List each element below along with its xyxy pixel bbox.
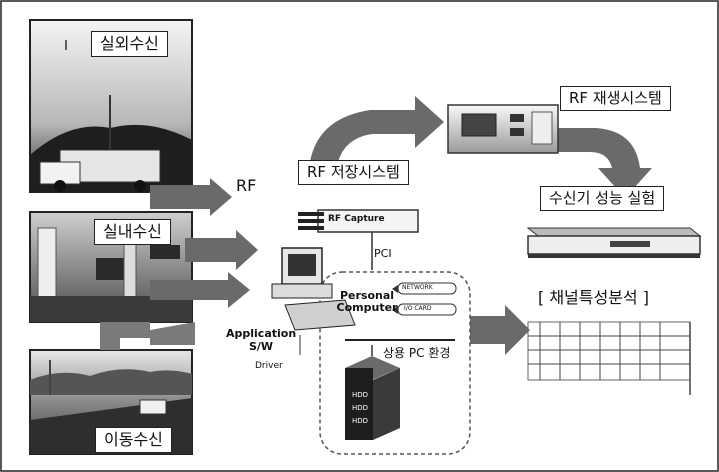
driver-label: Driver bbox=[255, 361, 283, 371]
rf-capture-card bbox=[298, 209, 419, 270]
receiver-test-label: 수신기 성능 실험 bbox=[540, 186, 665, 211]
channel-analysis-label: [ 채널특성분석 ] bbox=[538, 288, 649, 307]
hdd-label-1: HDD bbox=[352, 391, 369, 399]
channel-analysis-graph bbox=[527, 321, 691, 395]
arrow-mobile-up bbox=[100, 322, 195, 350]
arrow-playback-to-receiver bbox=[540, 128, 652, 198]
arrow-indoor2-to-pc bbox=[150, 272, 250, 308]
rf-storage-label: RF 저장시스템 bbox=[298, 160, 409, 185]
personal-computer-label: Personal Computer bbox=[336, 289, 398, 315]
pc-region bbox=[319, 271, 471, 455]
input-arrows bbox=[100, 178, 258, 350]
spectrum-analyzer-icon bbox=[447, 104, 559, 154]
arrow-pc-to-analysis bbox=[470, 305, 530, 355]
rf-playback-label: RF 재생시스템 bbox=[560, 86, 671, 111]
outdoor-label: 실외수신 bbox=[91, 31, 168, 57]
arrow-storage-to-playback bbox=[310, 96, 444, 162]
mobile-label: 이동수신 bbox=[95, 427, 172, 453]
network-card-label: NETWORK bbox=[402, 284, 433, 291]
indoor-label: 실내수신 bbox=[94, 219, 171, 245]
hdd-icon bbox=[345, 345, 400, 440]
receiver-box-icon bbox=[526, 227, 702, 258]
commercial-pc-label: 상용 PC 환경 bbox=[383, 346, 451, 360]
rf-label: RF bbox=[236, 176, 257, 195]
hdd-label-2: HDD bbox=[352, 404, 369, 412]
pci-label: PCI bbox=[374, 247, 392, 260]
computer-icon bbox=[271, 247, 356, 355]
rf-card-label: RF Capture bbox=[328, 214, 385, 224]
arrow-indoor-to-pc bbox=[185, 230, 258, 270]
io-card-label: I/O CARD bbox=[404, 305, 432, 312]
application-sw-label: Application S/W bbox=[226, 327, 297, 353]
arrow-outdoor-to-rf bbox=[150, 178, 232, 216]
hdd-label-3: HDD bbox=[352, 417, 369, 425]
